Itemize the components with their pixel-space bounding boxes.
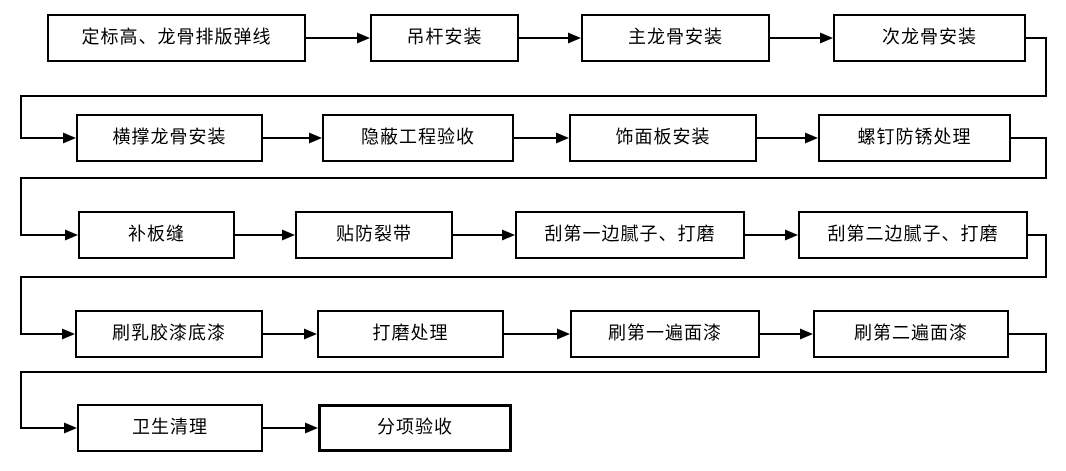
arrowhead-icon [62, 328, 75, 340]
flow-node-label: 主龙骨安装 [628, 27, 723, 49]
arrowhead-icon [820, 32, 833, 44]
flow-node-label: 卫生清理 [132, 417, 208, 439]
arrowhead-icon [800, 328, 813, 340]
flow-node-label: 刷第二遍面漆 [854, 323, 968, 345]
arrowhead-icon [502, 229, 515, 241]
connector-line [20, 37, 1047, 139]
flow-node-label: 刮第一边腻子、打磨 [544, 224, 716, 246]
flow-node-r1-c4: 次龙骨安装 [833, 14, 1026, 62]
flow-node-r2-c4: 螺钉防锈处理 [818, 114, 1011, 162]
flow-node-label: 定标高、龙骨排版弹线 [81, 27, 272, 49]
arrowhead-icon [64, 422, 77, 434]
arrowhead-icon [63, 132, 76, 144]
arrowhead-icon [568, 32, 581, 44]
flow-node-r1-c1: 定标高、龙骨排版弹线 [47, 14, 306, 62]
flow-node-r2-c3: 饰面板安装 [569, 114, 757, 162]
flow-node-label: 螺钉防锈处理 [857, 127, 972, 149]
flow-node-label: 次龙骨安装 [882, 27, 977, 49]
flow-node-r2-c1: 横撑龙骨安装 [76, 114, 263, 162]
flow-node-r5-c1: 卫生清理 [77, 404, 263, 452]
connector-line [20, 333, 1047, 429]
flow-node-r3-c4: 刮第二边腻子、打磨 [798, 211, 1028, 259]
flow-node-r3-c3: 刮第一边腻子、打磨 [515, 211, 745, 259]
arrowhead-icon [805, 132, 818, 144]
flow-node-label: 刷乳胶漆底漆 [112, 323, 226, 345]
connector-line [20, 137, 1047, 236]
flow-node-r3-c1: 补板缝 [78, 211, 235, 259]
flow-node-label: 打磨处理 [372, 323, 449, 345]
flow-node-r1-c2: 吊杆安装 [370, 14, 519, 62]
arrowhead-icon [282, 229, 295, 241]
arrowhead-icon [305, 422, 318, 434]
flow-node-r4-c1: 刷乳胶漆底漆 [75, 310, 263, 358]
flow-node-label: 吊杆安装 [406, 27, 483, 49]
flow-node-r2-c2: 隐蔽工程验收 [322, 114, 514, 162]
flow-node-label: 横撑龙骨安装 [112, 127, 227, 149]
arrowhead-icon [304, 328, 317, 340]
flow-node-r4-c4: 刷第二遍面漆 [813, 310, 1009, 358]
arrowhead-icon [557, 328, 570, 340]
flow-node-r3-c2: 贴防裂带 [295, 211, 453, 259]
flow-node-label: 贴防裂带 [336, 224, 412, 246]
arrowhead-icon [309, 132, 322, 144]
flow-node-label: 补板缝 [128, 224, 185, 246]
flow-node-r4-c2: 打磨处理 [317, 310, 504, 358]
flow-node-r1-c3: 主龙骨安装 [581, 14, 770, 62]
flow-node-r4-c3: 刷第一遍面漆 [570, 310, 760, 358]
flow-node-label: 饰面板安装 [615, 127, 711, 149]
flow-node-label: 刮第二边腻子、打磨 [827, 224, 999, 246]
arrowhead-icon [785, 229, 798, 241]
flow-node-label: 刷第一遍面漆 [608, 323, 722, 345]
connector-line [20, 234, 1047, 335]
flow-node-r5-c2: 分项验收 [318, 404, 512, 452]
flow-node-label: 隐蔽工程验收 [361, 127, 475, 149]
arrowhead-icon [556, 132, 569, 144]
arrowhead-icon [65, 229, 78, 241]
arrowhead-icon [357, 32, 370, 44]
flow-node-label: 分项验收 [377, 417, 453, 439]
